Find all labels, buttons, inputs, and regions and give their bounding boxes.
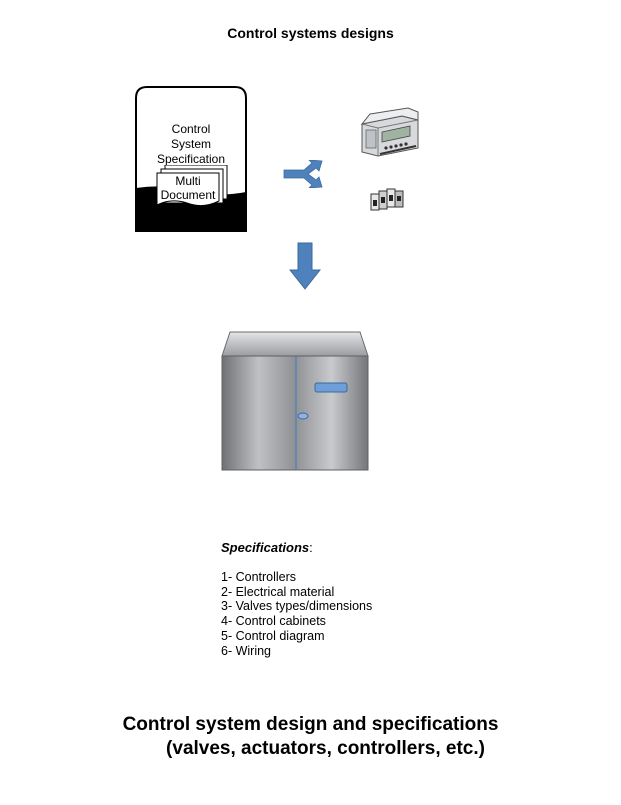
specifications-heading-colon: : — [309, 540, 313, 555]
document-stack-icon — [156, 165, 228, 207]
specifications-heading-label: Specifications — [221, 540, 310, 555]
split-arrow-icon — [282, 159, 326, 189]
spec-item: 5- Control diagram — [221, 628, 325, 643]
multi-document-shape: Multi Document — [155, 165, 231, 210]
control-cabinet-icon — [220, 330, 370, 472]
spec-item: 6- Wiring — [221, 643, 272, 658]
down-arrow-icon — [288, 242, 322, 290]
multi-doc-line-1: Multi — [175, 174, 201, 188]
multi-doc-line-2: Document — [160, 188, 216, 202]
specification-document-shape: Control System Specification — [135, 86, 247, 232]
specifications-list: 1- Controllers 2- Electrical material 3-… — [221, 570, 372, 658]
spec-label-line-1: Control — [171, 122, 211, 136]
spec-item: 3- Valves types/dimensions — [221, 599, 373, 614]
specifications-heading: Specifications: — [221, 540, 313, 555]
spec-item: 2- Electrical material — [221, 584, 335, 599]
caption-line-1: Control system design and specifications — [122, 714, 499, 735]
controller-device-icon — [360, 106, 422, 160]
spec-label-line-2: System — [170, 137, 211, 151]
spec-item: 1- Controllers — [221, 570, 297, 584]
spec-item: 4- Control cabinets — [221, 614, 326, 629]
spec-label-line-3: Specification — [156, 152, 226, 166]
din-rail-modules-icon — [369, 186, 405, 214]
caption-line-2: (valves, actuators, controllers, etc.) — [166, 738, 485, 759]
figure-caption: Control system design and specifications… — [0, 713, 621, 761]
page-title: Control systems designs — [227, 25, 394, 41]
